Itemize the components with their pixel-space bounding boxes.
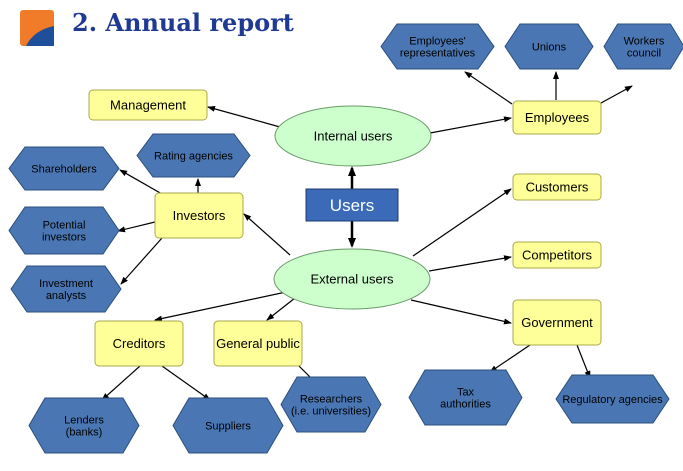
node-unions: Unions	[504, 23, 594, 70]
page-title: 2. Annual report	[72, 8, 294, 37]
node-researchers-label-2: (i.e. universities)	[291, 406, 371, 418]
node-investment-analysts-label-1: Investment	[39, 278, 93, 290]
node-customers-label: Customers	[526, 180, 589, 195]
node-management-label: Management	[110, 98, 186, 113]
node-rating-agencies: Rating agencies	[136, 133, 251, 178]
node-general-public-label: General public	[216, 336, 300, 351]
node-employees-representatives-label-2: representatives	[400, 48, 476, 60]
node-tax-authorities-label-1: Tax	[457, 386, 475, 398]
connector-arrow-19	[266, 297, 296, 321]
node-lenders-label-1: Lenders	[64, 414, 104, 426]
node-competitors-label: Competitors	[522, 248, 593, 263]
node-users: Users	[305, 188, 399, 222]
node-unions-label: Unions	[532, 41, 567, 53]
connector-arrow-15	[410, 299, 512, 325]
node-lenders: Lenders(banks)	[28, 397, 140, 454]
node-users-label: Users	[330, 196, 374, 215]
connector-arrow-13	[412, 188, 512, 257]
connector-arrow-21	[161, 365, 211, 401]
connector-arrow-8	[117, 221, 156, 233]
node-management: Management	[88, 89, 208, 121]
node-rating-agencies-label: Rating agencies	[154, 150, 233, 162]
node-investment-analysts-label-2: analysts	[46, 290, 87, 302]
node-suppliers-label: Suppliers	[205, 420, 251, 432]
node-suppliers: Suppliers	[172, 397, 284, 454]
node-internal-users: Internal users	[274, 105, 432, 167]
node-workers-council-label-2: council	[627, 48, 661, 60]
node-researchers-label-1: Researchers	[300, 393, 363, 405]
logo-icon	[20, 10, 54, 46]
node-shareholders: Shareholders	[8, 146, 120, 191]
connector-arrow-9	[120, 237, 163, 285]
node-shareholders-label: Shareholders	[31, 163, 97, 175]
node-internal-users-label: Internal users	[314, 129, 393, 144]
node-lenders-label-2: (banks)	[66, 427, 103, 439]
node-external-users-label: External users	[310, 272, 394, 287]
node-government: Government	[512, 299, 602, 346]
node-employees-label: Employees	[525, 110, 590, 125]
connector-arrow-20	[101, 365, 141, 401]
node-researchers: Researchers(i.e. universities)	[280, 376, 382, 433]
node-government-label: Government	[521, 315, 593, 330]
node-regulatory-agencies: Regulatory agencies	[555, 374, 670, 424]
node-potential-investors-label-2: investors	[42, 232, 87, 244]
connector-arrow-1	[207, 105, 281, 128]
node-competitors: Competitors	[512, 241, 602, 269]
node-potential-investors-label-1: Potential	[43, 219, 86, 231]
node-general-public: General public	[213, 320, 303, 367]
node-customers: Customers	[512, 173, 602, 201]
connector-arrow-2	[429, 116, 512, 134]
connector-arrow-17	[576, 344, 591, 379]
node-creditors-label: Creditors	[113, 336, 166, 351]
node-employees: Employees	[512, 100, 602, 135]
node-creditors: Creditors	[94, 320, 184, 367]
connector-arrow-14	[428, 255, 512, 272]
node-external-users: External users	[273, 248, 431, 310]
node-employees-representatives: Employees'representatives	[380, 23, 495, 70]
connector-arrow-3	[464, 71, 513, 105]
node-tax-authorities-label-2: authorities	[440, 399, 491, 411]
node-workers-council-label-1: Workers	[624, 35, 665, 47]
connector-arrow-10	[243, 213, 291, 256]
node-employees-representatives-label-1: Employees'	[409, 35, 466, 47]
node-investors: Investors	[154, 192, 244, 239]
connector-arrow-5	[600, 85, 633, 104]
node-regulatory-agencies-label: Regulatory agencies	[562, 394, 663, 406]
node-investors-label: Investors	[173, 208, 226, 223]
connector-arrow-6	[119, 169, 163, 195]
connector-arrow-16	[489, 344, 531, 373]
connector-arrow-18	[154, 288, 301, 322]
